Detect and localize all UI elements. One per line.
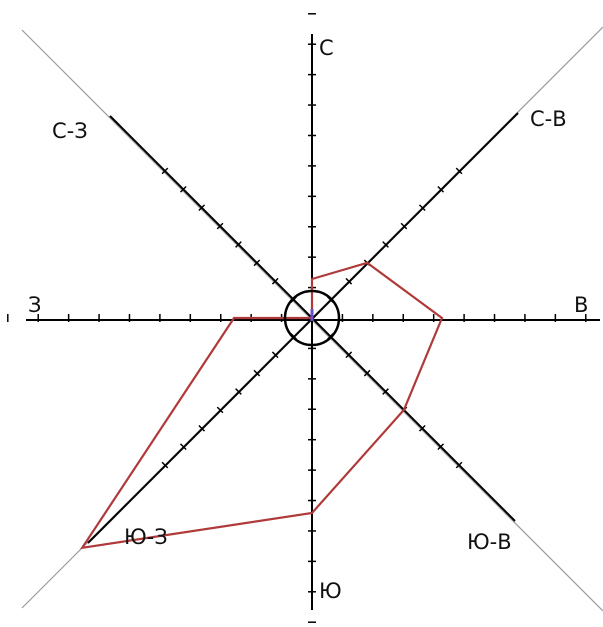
tick-ne-7 [437,185,445,193]
label-northeast: С-В [530,107,567,131]
tick-se-2 [345,351,353,359]
label-west: З [28,293,41,317]
tick-ne-8 [455,167,463,175]
tick-sw-3 [253,369,261,377]
tick-ne-6 [418,204,426,212]
label-northwest: С-З [52,119,88,143]
wind-rose-polygon [79,261,444,550]
tick-sw-7 [179,443,187,451]
label-southeast: Ю-В [467,530,512,554]
tick-ne-4 [382,241,389,248]
tick-nw-8 [161,167,169,175]
tick-se-4 [382,388,389,395]
label-north: С [319,36,334,60]
tick-nw-2 [271,277,279,285]
tick-nw-5 [216,222,224,230]
tick-sw-6 [198,424,206,432]
label-east: В [574,293,588,317]
tick-sw-2 [271,351,279,359]
tick-se-8 [455,461,463,469]
tick-ne-2 [345,277,353,285]
calm-circle [283,289,341,347]
tick-sw-8 [161,461,169,469]
tick-se-7 [437,443,445,451]
tick-nw-7 [179,185,187,193]
label-southwest: Ю-З [124,525,168,549]
tick-sw-5 [216,406,224,414]
tick-nw-3 [253,259,261,267]
tick-se-3 [363,369,371,377]
tick-nw-4 [235,241,242,248]
tick-ne-5 [400,222,408,230]
tick-se-6 [418,424,426,432]
label-south: Ю [319,579,342,603]
axis-northeast-southwest [87,112,519,544]
tick-nw-6 [198,204,206,212]
tick-sw-4 [235,388,242,395]
